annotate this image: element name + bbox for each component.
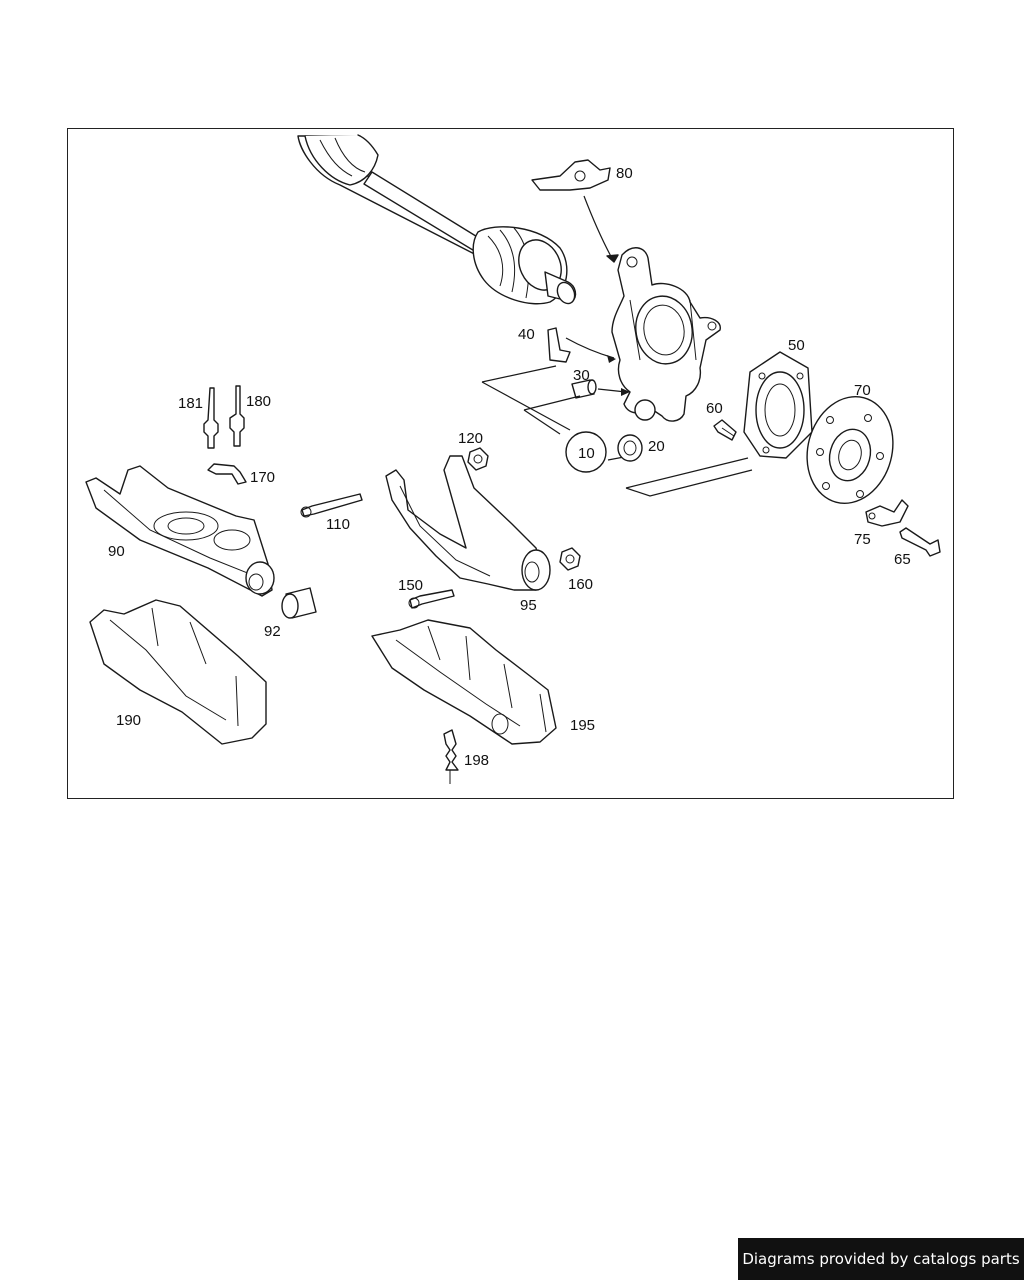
clip-40 (547, 327, 616, 363)
label-198: 198 (464, 752, 489, 769)
label-170: 170 (250, 469, 275, 486)
underbody-shield-190 (89, 599, 267, 745)
wheel-carrier (611, 247, 721, 422)
attribution-text: Diagrams provided by catalogs parts (742, 1250, 1020, 1268)
label-50: 50 (788, 337, 805, 354)
label-95: 95 (520, 597, 537, 614)
label-90: 90 (108, 543, 125, 560)
label-20: 20 (648, 438, 665, 455)
label-60: 60 (706, 400, 723, 417)
control-arm-95 (385, 455, 551, 591)
label-120: 120 (458, 430, 483, 447)
drive-shaft (297, 134, 577, 305)
underbody-shield-195 (371, 619, 557, 745)
label-180: 180 (246, 393, 271, 410)
attribution-banner: Diagrams provided by catalogs parts (738, 1238, 1024, 1280)
label-92: 92 (264, 623, 281, 640)
bracket-80 (531, 159, 619, 263)
bushing-92 (281, 587, 317, 619)
retainer-75 (865, 499, 909, 527)
label-10: 10 (578, 445, 595, 462)
nut-120 (467, 447, 489, 471)
callout-circle-10 (565, 431, 607, 473)
bolt-60 (713, 419, 737, 441)
label-181: 181 (178, 395, 203, 412)
bolt-180 (229, 385, 245, 447)
control-arm-90 (85, 465, 275, 597)
label-30: 30 (573, 367, 590, 384)
label-110: 110 (326, 516, 350, 533)
bushing-30 (571, 379, 630, 399)
label-190: 190 (116, 712, 141, 729)
label-40: 40 (518, 326, 535, 343)
group-leaders (481, 365, 753, 497)
brake-disc-70 (806, 396, 894, 504)
bolt-181 (203, 387, 219, 449)
diagram-frame (67, 128, 954, 799)
bolt-65 (899, 527, 941, 557)
bolt-150 (408, 589, 455, 609)
nut-160 (559, 547, 581, 571)
bushing-20 (617, 434, 643, 462)
wheel-bearing-50 (743, 351, 813, 459)
label-80: 80 (616, 165, 633, 182)
label-75: 75 (854, 531, 871, 548)
label-195: 195 (570, 717, 595, 734)
clip-198 (443, 729, 459, 784)
label-70: 70 (854, 382, 871, 399)
label-150: 150 (398, 577, 423, 594)
label-160: 160 (568, 576, 593, 593)
label-65: 65 (894, 551, 911, 568)
bracket-170 (207, 463, 247, 485)
bolt-110 (300, 493, 363, 518)
